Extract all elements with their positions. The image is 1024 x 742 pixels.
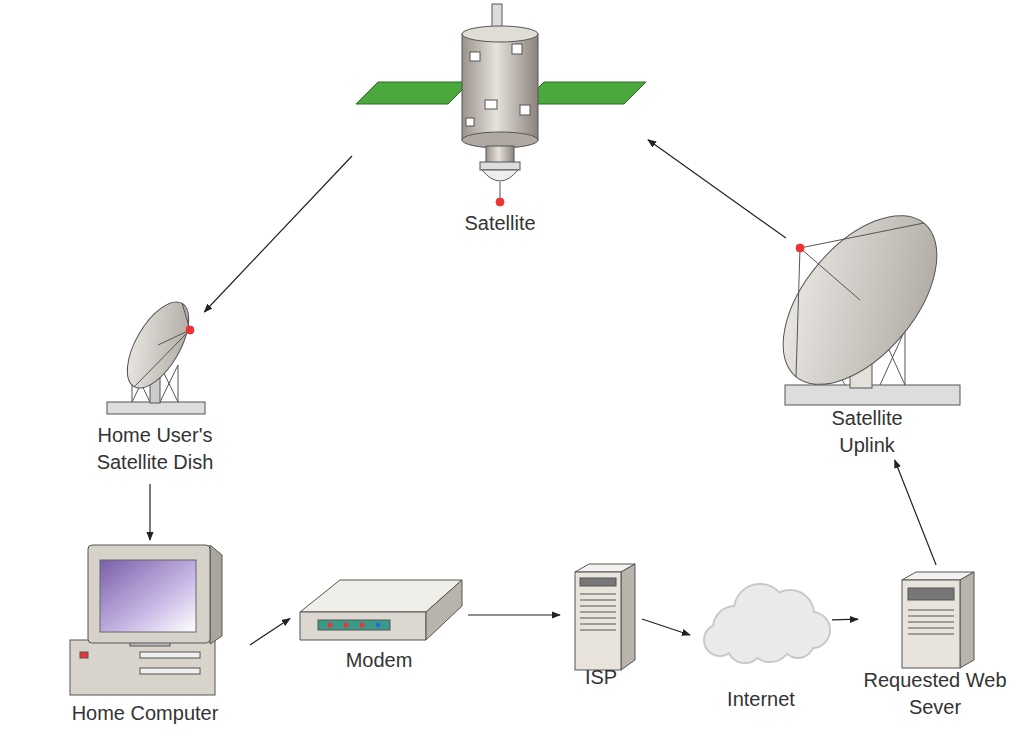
home-dish-icon-part xyxy=(134,330,190,387)
web-server-icon-part xyxy=(960,572,974,668)
web-server-icon-part xyxy=(908,588,954,600)
satellite-icon-part xyxy=(520,105,530,115)
satellite-icon xyxy=(356,4,646,206)
isp-server-icon-part xyxy=(580,612,616,613)
uplink-dish-icon-part xyxy=(754,188,967,412)
satellite-icon-part xyxy=(486,146,514,164)
internet-cloud-icon-part xyxy=(705,585,829,662)
modem-icon-part xyxy=(344,623,349,628)
satellite-icon-part xyxy=(466,118,474,126)
modem-icon-part xyxy=(318,620,390,630)
satellite-icon-part xyxy=(485,100,497,109)
web-server-icon-part xyxy=(908,628,954,629)
device-node: Satellite xyxy=(352,2,648,242)
device-node: Requested Web Sever xyxy=(858,565,1012,735)
isp-server-icon-part xyxy=(580,578,616,586)
flow-arrow xyxy=(468,614,560,615)
uplink-dish-icon xyxy=(754,188,967,412)
isp-server-icon-part xyxy=(580,624,616,625)
web-server-icon-part xyxy=(908,622,954,623)
flow-arrow xyxy=(648,140,786,238)
isp-server-icon-part xyxy=(580,600,616,601)
satellite-icon-part xyxy=(482,170,518,181)
flow-arrow xyxy=(250,619,290,645)
computer-icon xyxy=(70,545,222,695)
home-dish-icon-part xyxy=(178,365,179,402)
isp-server-icon-part xyxy=(580,630,616,631)
home-dish-icon-part xyxy=(115,292,201,397)
web-server-icon xyxy=(902,572,974,668)
flow-arrow xyxy=(832,619,858,621)
node-label: Internet xyxy=(701,686,821,713)
node-label: ISP xyxy=(566,664,636,691)
home-dish-icon-part xyxy=(158,330,190,345)
isp-server-icon xyxy=(575,564,635,670)
modem-icon-part xyxy=(376,623,381,628)
web-server-icon-part xyxy=(908,634,954,635)
computer-icon-part xyxy=(80,652,88,658)
home-dish-icon xyxy=(107,292,205,414)
uplink-dish-icon-part xyxy=(800,248,860,300)
web-server-icon-part xyxy=(902,580,960,668)
satellite-icon-part xyxy=(500,182,501,198)
device-node: Modem xyxy=(290,575,468,675)
satellite-icon-part xyxy=(470,52,480,61)
uplink-dish-icon-part xyxy=(905,330,906,385)
computer-icon-part xyxy=(140,668,200,674)
internet-cloud-icon-part-part xyxy=(728,628,762,662)
computer-icon-part xyxy=(70,640,215,695)
satellite-icon-part xyxy=(522,82,646,104)
uplink-dish-icon-part xyxy=(796,244,804,252)
isp-server-icon-part xyxy=(580,618,616,619)
isp-server-icon-part xyxy=(580,606,616,607)
internet-cloud-icon-part xyxy=(704,584,830,663)
home-dish-icon-part xyxy=(186,326,194,334)
device-node: Internet xyxy=(690,575,832,717)
modem-icon xyxy=(300,580,462,640)
modem-icon-part xyxy=(426,580,462,640)
flow-arrow xyxy=(642,619,690,635)
computer-icon-part xyxy=(140,652,200,658)
isp-server-icon-part xyxy=(580,594,616,595)
node-label: Requested Web Sever xyxy=(860,667,1010,721)
device-node: Home Computer xyxy=(40,540,250,732)
internet-cloud-icon xyxy=(704,584,830,663)
home-dish-icon-part xyxy=(107,402,205,414)
satellite-icon-part xyxy=(480,162,520,170)
flow-arrow xyxy=(204,156,352,312)
node-label: Modem xyxy=(319,647,439,674)
satellite-icon-part xyxy=(356,82,470,104)
flow-arrow xyxy=(895,460,936,565)
satellite-icon-part xyxy=(462,34,538,140)
satellite-icon-part xyxy=(462,26,538,42)
modem-icon-part xyxy=(328,623,333,628)
device-node: Satellite Uplink xyxy=(772,238,962,460)
device-node: ISP xyxy=(560,558,642,692)
uplink-dish-icon-part xyxy=(796,248,800,377)
flow-arrow xyxy=(149,484,150,540)
computer-icon-part xyxy=(88,545,210,643)
isp-server-icon-part xyxy=(575,572,621,670)
device-node: Home User's Satellite Dish xyxy=(70,312,240,484)
computer-icon-part xyxy=(210,545,222,644)
node-label: Home Computer xyxy=(45,700,245,727)
node-label: Satellite Uplink xyxy=(807,405,927,459)
isp-server-icon-part xyxy=(621,564,635,670)
modem-icon-part xyxy=(300,612,426,640)
web-server-icon-part xyxy=(908,616,954,617)
satellite-icon-part xyxy=(496,198,504,206)
uplink-dish-icon-part xyxy=(800,223,924,248)
node-label: Satellite xyxy=(400,210,600,237)
node-label: Home User's Satellite Dish xyxy=(75,422,235,476)
web-server-icon-part xyxy=(908,610,954,611)
satellite-icon-part xyxy=(512,44,522,54)
computer-icon-part xyxy=(100,560,196,632)
modem-icon-part xyxy=(360,623,365,628)
internet-cloud-icon-part-part xyxy=(783,627,813,657)
